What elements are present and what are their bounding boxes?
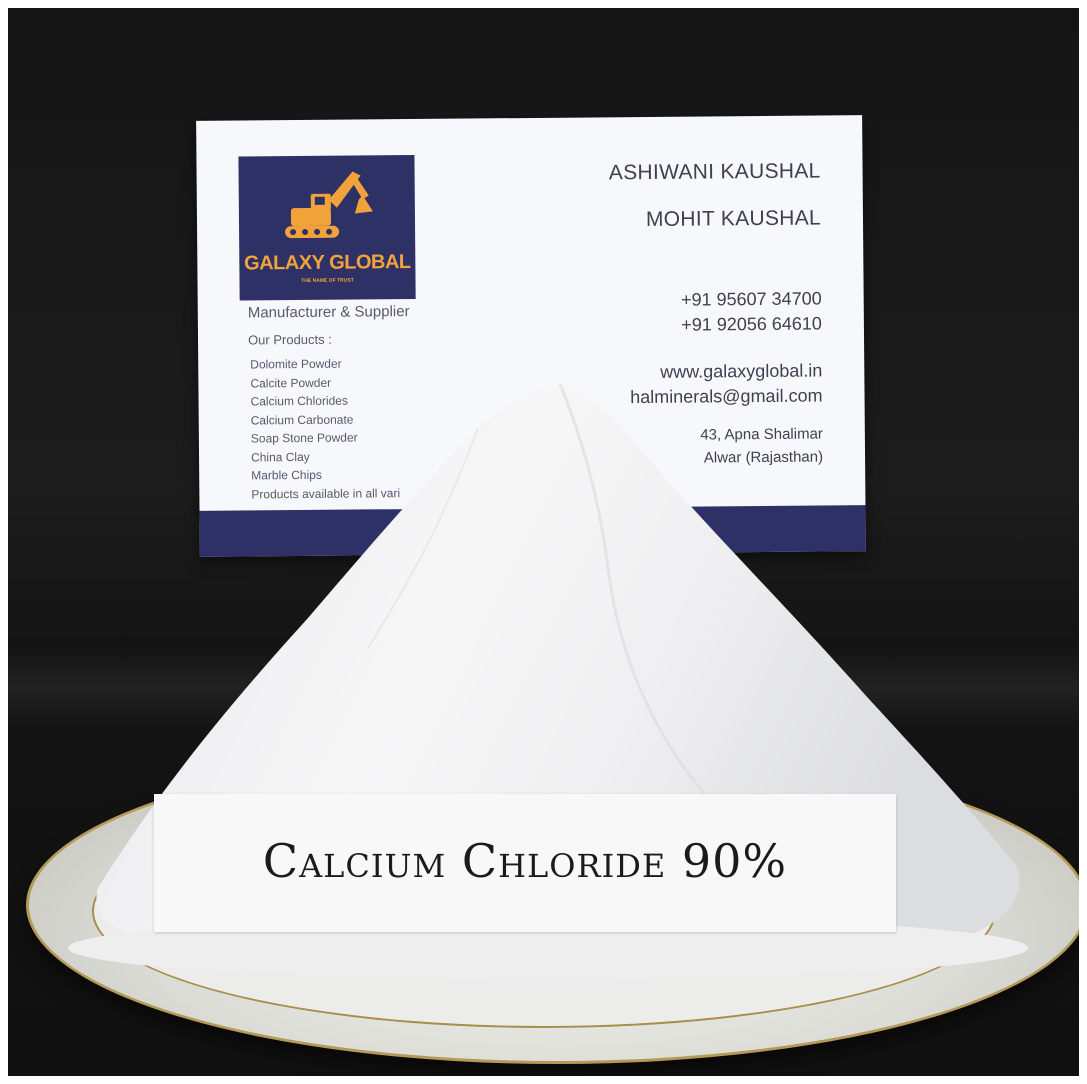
- excavator-icon: [285, 171, 373, 239]
- product-label-text: Calcium Chloride 90%: [262, 834, 788, 888]
- company-logo: GALAXY GLOBAL THE NAME OF TRUST: [238, 155, 416, 301]
- product-photo: GALAXY GLOBAL THE NAME OF TRUST Manufact…: [8, 8, 1079, 1076]
- product-label: Calcium Chloride 90%: [154, 794, 896, 932]
- business-card: GALAXY GLOBAL THE NAME OF TRUST Manufact…: [196, 115, 866, 557]
